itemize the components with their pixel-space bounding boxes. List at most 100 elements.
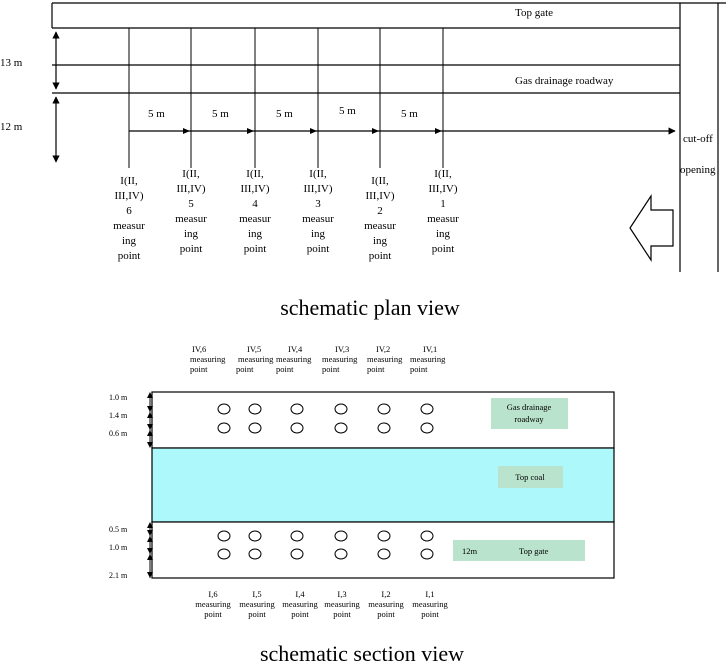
svg-text:1: 1 [440, 198, 446, 210]
svg-text:point: point [333, 609, 351, 619]
plan-caption: schematic plan view [280, 295, 460, 320]
top-gate-label: Top gate [515, 7, 553, 19]
svg-text:I(II,: I(II, [182, 168, 200, 180]
section-bottom-labels: I,6 measuring point I,5 measuring point … [195, 589, 448, 619]
advance-direction-icon [629, 193, 674, 263]
svg-text:I(II,: I(II, [246, 168, 264, 180]
svg-text:point: point [190, 364, 208, 374]
borehole [217, 530, 231, 542]
gas-drainage-roadway-label: Gas drainage roadway [515, 75, 614, 87]
section-bottom-point-2: I,2 measuring point [368, 589, 404, 619]
borehole [248, 530, 262, 542]
svg-text:point: point [377, 609, 395, 619]
svg-text:point: point [276, 364, 294, 374]
borehole [290, 548, 304, 560]
svg-text:ing: ing [373, 235, 388, 247]
section-bottom-point-4: I,4 measuring point [282, 589, 318, 619]
svg-text:IV,2: IV,2 [376, 344, 390, 354]
svg-text:measuring: measuring [190, 354, 226, 364]
svg-text:5: 5 [188, 198, 194, 210]
gas-drainage-label-2: roadway [514, 414, 544, 424]
svg-text:IV,5: IV,5 [247, 344, 261, 354]
dim-13m-label: 13 m [0, 57, 23, 69]
dim-arrowhead [147, 572, 153, 578]
svg-text:measuring: measuring [276, 354, 312, 364]
svg-text:IV,3: IV,3 [335, 344, 349, 354]
section-top-point-5: IV,5 measuring point [236, 344, 274, 374]
svg-text:point: point [369, 250, 392, 262]
dim-arrowhead [147, 536, 153, 542]
svg-text:measuring: measuring [238, 354, 274, 364]
borehole [290, 422, 304, 434]
svg-text:ing: ing [184, 228, 199, 240]
opening-label: opening [680, 164, 716, 176]
plan-point-5: I(II, III,IV) 5 measur ing point [175, 168, 207, 255]
svg-text:6: 6 [126, 205, 132, 217]
svg-text:point: point [432, 243, 455, 255]
top-gate-boreholes [217, 530, 434, 560]
top-coal-label-box [498, 466, 563, 488]
svg-text:measur: measur [239, 213, 271, 225]
plan-point-1: I(II, III,IV) 1 measur ing point [427, 168, 459, 255]
svg-text:I,6: I,6 [208, 589, 217, 599]
dim-arrowhead [147, 406, 153, 412]
plan-point-3: I(II, III,IV) 3 measur ing point [302, 168, 334, 255]
svg-text:III,IV): III,IV) [303, 183, 332, 195]
dim-label: 0.6 m [109, 429, 128, 438]
svg-text:ing: ing [436, 228, 451, 240]
dim-label: 1.0 m [109, 543, 128, 552]
svg-text:measuring: measuring [412, 599, 448, 609]
svg-text:point: point [118, 250, 141, 262]
svg-text:I,1: I,1 [425, 589, 434, 599]
borehole [290, 530, 304, 542]
svg-text:III,IV): III,IV) [428, 183, 457, 195]
svg-text:I(II,: I(II, [371, 175, 389, 187]
borehole [334, 403, 348, 415]
spacing-label: 5 m [148, 108, 165, 120]
svg-text:point: point [367, 364, 385, 374]
svg-text:measuring: measuring [324, 599, 360, 609]
borehole [248, 422, 262, 434]
svg-text:2: 2 [377, 205, 383, 217]
svg-text:measur: measur [113, 220, 145, 232]
svg-text:III,IV): III,IV) [176, 183, 205, 195]
section-bottom-point-5: I,5 measuring point [239, 589, 275, 619]
section-top-point-4: IV,4 measuring point [276, 344, 312, 374]
top-gate-section-label: Top gate [519, 546, 549, 556]
spacing-arrowhead [183, 128, 190, 134]
svg-text:I,3: I,3 [337, 589, 346, 599]
section-bottom-point-3: I,3 measuring point [324, 589, 360, 619]
borehole [290, 403, 304, 415]
top-coal-label: Top coal [515, 472, 545, 482]
svg-text:measuring: measuring [322, 354, 358, 364]
svg-text:I(II,: I(II, [120, 175, 138, 187]
dim-arrowhead [147, 530, 153, 536]
dim-arrowhead [147, 442, 153, 448]
dim-label: 1.4 m [109, 411, 128, 420]
svg-text:point: point [291, 609, 309, 619]
borehole [217, 422, 231, 434]
cut-off-label: cut-off [683, 133, 713, 145]
borehole [334, 530, 348, 542]
borehole [420, 548, 434, 560]
dim-arrowhead [147, 548, 153, 554]
borehole [377, 548, 391, 560]
section-top-point-1: IV,1 measuring point [410, 344, 446, 374]
section-view: IV,6 measuring point IV,5 measuring poin… [109, 344, 615, 666]
section-bottom-point-6: I,6 measuring point [195, 589, 231, 619]
spacing-label: 5 m [276, 108, 293, 120]
borehole [377, 530, 391, 542]
top-gate-label-box [453, 540, 585, 561]
spacing-arrowhead [310, 128, 317, 134]
borehole [377, 422, 391, 434]
spacing-label: 5 m [401, 108, 418, 120]
svg-text:measuring: measuring [282, 599, 318, 609]
svg-text:point: point [421, 609, 439, 619]
svg-text:III,IV): III,IV) [114, 190, 143, 202]
spacing-arrowhead [247, 128, 254, 134]
section-bottom-point-1: I,1 measuring point [412, 589, 448, 619]
plan-point-6: I(II, III,IV) 6 measur ing point [113, 175, 145, 262]
svg-text:point: point [322, 364, 340, 374]
borehole [217, 403, 231, 415]
